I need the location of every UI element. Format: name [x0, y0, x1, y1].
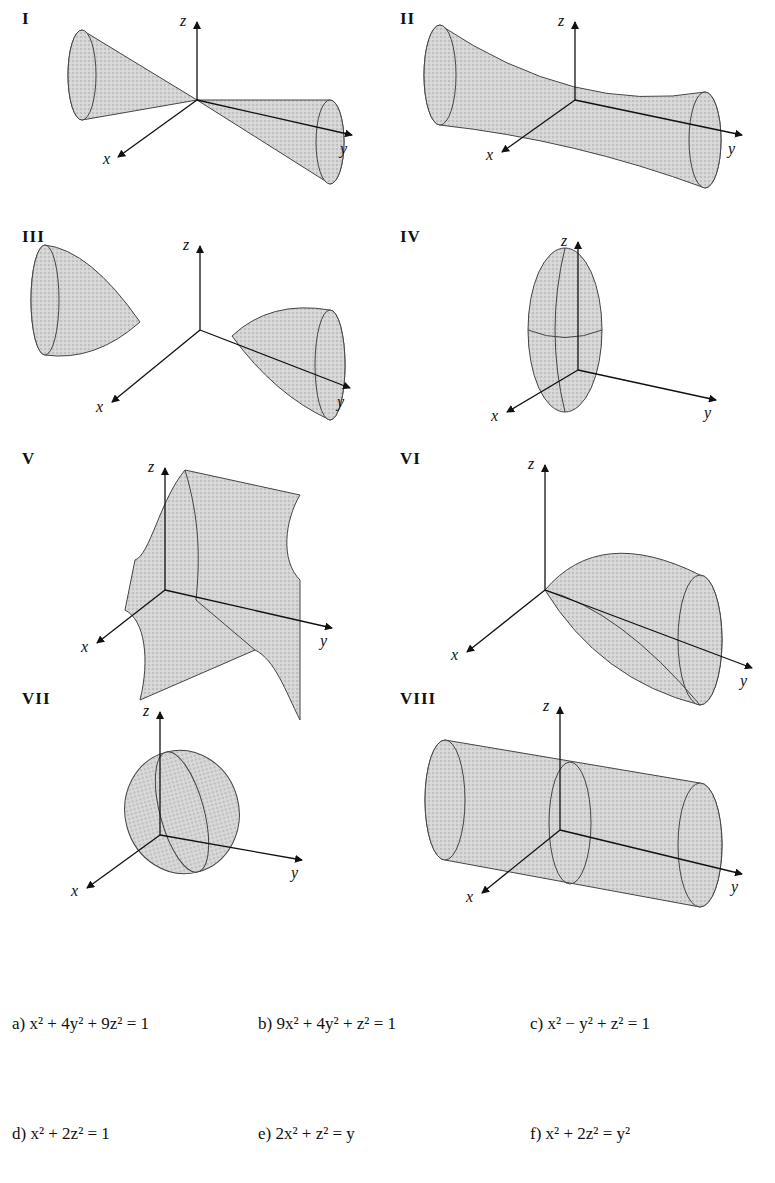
axis-label: z — [528, 455, 534, 473]
equation-label: c) x² − y² + z² = 1 — [530, 1015, 650, 1034]
panel-number: VIII — [400, 690, 436, 709]
equation-label: f) x² + 2z² = y² — [530, 1125, 630, 1144]
axis-label: y — [337, 393, 344, 411]
axis-label: y — [731, 878, 738, 896]
axis-label: z — [543, 697, 549, 715]
panel-number: V — [22, 450, 35, 469]
axis-label: z — [148, 458, 154, 476]
equation-label: e) 2x² + z² = y — [258, 1125, 355, 1144]
axis-label: y — [740, 672, 747, 690]
axis-label: z — [180, 12, 186, 30]
axis-label: y — [704, 404, 711, 422]
equation-label: d) x² + 2z² = 1 — [12, 1125, 110, 1144]
panel-number: I — [22, 10, 30, 29]
panel-number: II — [400, 10, 415, 29]
axis-label: x — [103, 150, 110, 168]
axis-label: x — [71, 882, 78, 900]
axis-label: z — [183, 236, 189, 254]
panel-number: VI — [400, 450, 421, 469]
equation-label: a) x² + 4y² + 9z² = 1 — [12, 1015, 149, 1034]
axis-label: x — [81, 638, 88, 656]
panel-number: IV — [400, 228, 421, 247]
panel-number: VII — [22, 690, 51, 709]
axis-label: x — [466, 888, 473, 906]
panel-number: III — [22, 228, 45, 247]
axis-label: z — [143, 702, 149, 720]
axis-label: y — [340, 140, 347, 158]
axis-label: y — [291, 864, 298, 882]
axis-label: z — [561, 232, 567, 250]
axis-label: x — [491, 407, 498, 425]
axis-label: x — [486, 146, 493, 164]
axis-label: z — [558, 12, 564, 30]
axis-label: y — [728, 140, 735, 158]
axis-label: y — [320, 632, 327, 650]
equation-label: b) 9x² + 4y² + z² = 1 — [258, 1015, 396, 1034]
axis-label: x — [451, 646, 458, 664]
axis-label: x — [96, 398, 103, 416]
